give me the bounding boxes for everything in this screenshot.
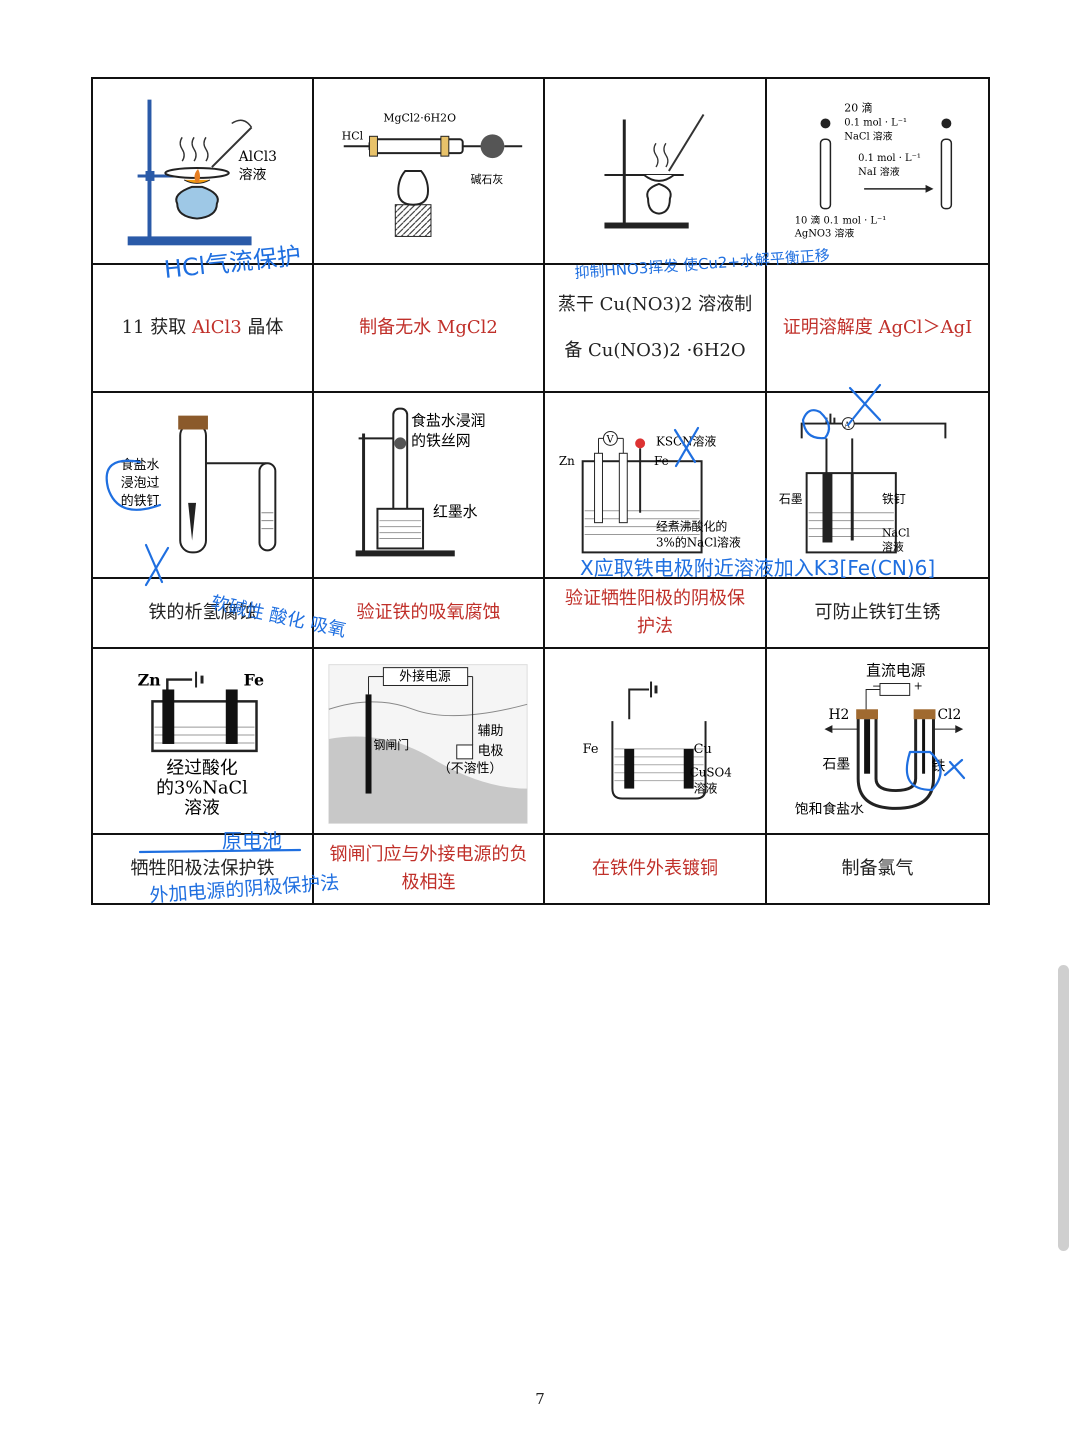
scrollbar-thumb[interactable] [1058,965,1069,1251]
figure-oxygen-corrosion: 食盐水浸润 的铁丝网 红墨水 [312,391,545,579]
fig12-label-plus: + [914,679,923,692]
figure-chlorine-production: 直流电源 − + H2 Cl2 石墨 铁 饱和食盐水 [765,647,990,835]
fig10-label-insoluble: （不溶性） [438,762,502,777]
caption-mgcl2: 制备无水 MgCl2 [312,263,545,393]
fig12-label-dc: 直流电源 [866,662,926,680]
fig10-label-electrode: 电极 [478,744,504,759]
fig2-label-hcl: HCl [342,129,364,142]
fig4-label-nai: NaI 溶液 [858,165,900,178]
fig12-label-h2: H2 [828,707,849,723]
caption-agcl-agi: 证明溶解度 AgCl＞AgI [765,263,990,393]
caption-steel-gate-line2: 极相连 [401,872,456,893]
figure-zn-fe-cell: Zn Fe 经过酸化 的3%NaCl 溶液 [91,647,314,835]
fig10-label-power: 外接电源 [399,669,451,685]
fig11-label-cu: Cu [694,742,712,757]
fig2-label-mgcl2: MgCl2·6H2O [383,111,456,124]
fig12-label-graphite: 石墨 [822,757,850,773]
fig7-label-zn: Zn [559,454,575,468]
caption-cuno3-line1: 蒸干 Cu(NO3)2 溶液制 [557,294,753,315]
caption-chlorine: 制备氯气 [765,833,990,905]
fig6-label-mesh: 的铁丝网 [411,431,470,449]
fig9-label-line2: 的3%NaCl [156,778,248,799]
caption-sacrificial-line1: 验证牺牲阳极的阴极保 [565,588,745,609]
fig4-label-conc1: 0.1 mol · L⁻¹ [844,117,907,128]
fig2-label-sodalime: 碱石灰 [471,172,504,186]
caption-cuno3: 蒸干 Cu(NO3)2 溶液制 备 Cu(NO3)2 ·6H2O [543,263,767,393]
fig12-label-minus: − [872,679,881,692]
fig1-label-solution: 溶液 [239,167,267,183]
figure-nail-protection: A 石墨 铁钉 NaCl 溶液 [765,391,990,579]
fig7-label-solution1: 经煮沸酸化的 [656,520,727,534]
fig9-label-line3: 溶液 [184,797,220,818]
caption-alcl3-suffix: 晶体 [241,317,284,338]
caption-copper-plating: 在铁件外表镀铜 [543,833,767,905]
figure-hydrogen-corrosion: 食盐水 浸泡过 的铁钉 [91,391,314,579]
caption-steel-gate-line1: 钢闸门应与外接电源的负 [329,844,528,865]
fig7-label-voltmeter: V [605,434,614,445]
fig9-label-line1: 经过酸化 [166,758,237,779]
figure-agcl-agi: 20 滴 0.1 mol · L⁻¹ NaCl 溶液 0.1 mol · L⁻¹… [765,77,990,265]
experiment-table: AlCl3 溶液 MgCl2·6H2O HCl 碱石灰 [91,77,990,905]
fig8-label-solution: 溶液 [882,539,904,553]
page-number: 7 [535,1390,545,1408]
fig12-label-iron: 铁 [932,759,946,775]
fig7-label-fe: Fe [654,454,669,468]
figure-alcl3-evaporation: AlCl3 溶液 [91,77,314,265]
figure-copper-plating: Fe Cu CuSO4 溶液 [543,647,767,835]
caption-hydrogen-corrosion: 铁的析氢腐蚀 [91,577,314,649]
fig5-label-line2: 浸泡过 [121,476,160,491]
figure-sacrificial-anode-test: V KSCN溶液 Zn Fe 经煮沸酸化的 3%的NaCl溶液 [543,391,767,579]
fig5-label-line3: 的铁钉 [121,493,160,509]
fig8-label-nacl: NaCl [882,527,910,540]
fig8-label-nail: 铁钉 [882,492,906,506]
caption-nail-protection: 可防止铁钉生锈 [765,577,990,649]
fig10-label-aux: 辅助 [478,724,504,739]
caption-alcl3-formula: AlCl3 [191,317,242,338]
fig8-label-graphite: 石墨 [779,492,803,506]
caption-sacrificial-line2: 护法 [637,616,673,637]
caption-cuno3-line2: 备 Cu(NO3)2 ·6H2O [564,340,746,361]
fig12-label-cl2: Cl2 [937,707,961,723]
caption-alcl3: 11 获取 AlCl3 晶体 [91,263,314,393]
fig1-label-alcl3: AlCl3 [238,149,277,165]
caption-alcl3-prefix: 11 获取 [121,317,192,338]
fig8-label-ammeter: A [843,421,850,430]
fig6-label-brine: 食盐水浸润 [411,412,485,430]
caption-steel-gate: 钢闸门应与外接电源的负 极相连 [312,833,545,905]
fig12-label-brine: 饱和食盐水 [795,800,864,817]
figure-cuno3-evaporation [543,77,767,265]
fig9-label-zn: Zn [138,671,162,690]
fig10-label-gate: 钢闸门 [373,738,409,752]
fig6-label-redink: 红墨水 [433,503,478,521]
fig11-label-fe: Fe [583,742,599,757]
fig7-label-solution2: 3%的NaCl溶液 [656,535,741,549]
figure-mgcl2-dehydration: MgCl2·6H2O HCl 碱石灰 [312,77,545,265]
fig4-label-conc3: 10 滴 0.1 mol · L⁻¹ [795,214,886,227]
fig4-label-conc2: 0.1 mol · L⁻¹ [858,153,921,164]
caption-sacrificial-anode: 验证牺牲阳极的阴极保 护法 [543,577,767,649]
fig9-label-fe: Fe [244,671,264,690]
fig4-label-20drops: 20 滴 [844,101,872,115]
fig7-label-kscn: KSCN溶液 [656,434,716,448]
caption-oxygen-corrosion: 验证铁的吸氧腐蚀 [312,577,545,649]
fig11-label-solution: 溶液 [694,782,718,796]
caption-sacrificial-protection: 牺牲阳极法保护铁 [91,833,314,905]
fig4-label-agno3: AgNO3 溶液 [794,226,855,239]
figure-steel-gate: 外接电源 钢闸门 辅助 电极 （不溶性） [312,647,545,835]
fig4-label-nacl: NaCl 溶液 [844,129,892,142]
fig5-label-line1: 食盐水 [121,457,160,473]
fig11-label-cuso4: CuSO4 [690,766,732,780]
